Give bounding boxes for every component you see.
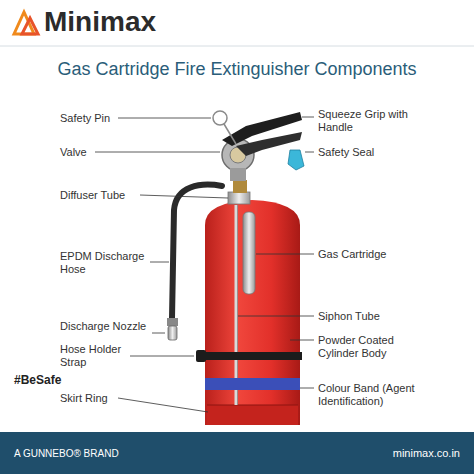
part-label: Diffuser Tube <box>60 189 125 202</box>
part-label: Hose Holder Strap <box>60 343 128 369</box>
brand-logo: Minimax <box>44 6 156 38</box>
part-label: Gas Cartridge <box>318 248 386 261</box>
diagram-title: Gas Cartridge Fire Extinguisher Componen… <box>0 58 474 80</box>
part-label: Siphon Tube <box>318 310 380 323</box>
part-label: Safety Seal <box>318 146 374 159</box>
hashtag: #BeSafe <box>14 374 61 387</box>
part-label: Squeeze Grip with Handle <box>318 108 418 134</box>
part-label: Skirt Ring <box>60 392 108 405</box>
part-label: Valve <box>60 146 87 159</box>
part-label: Colour Band (Agent Identification) <box>318 382 458 408</box>
website: minimax.co.in <box>393 447 460 459</box>
footer-band: A GUNNEBO® BRAND minimax.co.in <box>0 432 474 474</box>
part-label: Safety Pin <box>60 112 110 125</box>
part-label: Discharge Nozzle <box>60 320 150 333</box>
brand-note: A GUNNEBO® BRAND <box>14 448 119 459</box>
part-label: Powder Coated Cylinder Body <box>318 334 406 360</box>
part-label: EPDM Discharge Hose <box>60 250 146 276</box>
